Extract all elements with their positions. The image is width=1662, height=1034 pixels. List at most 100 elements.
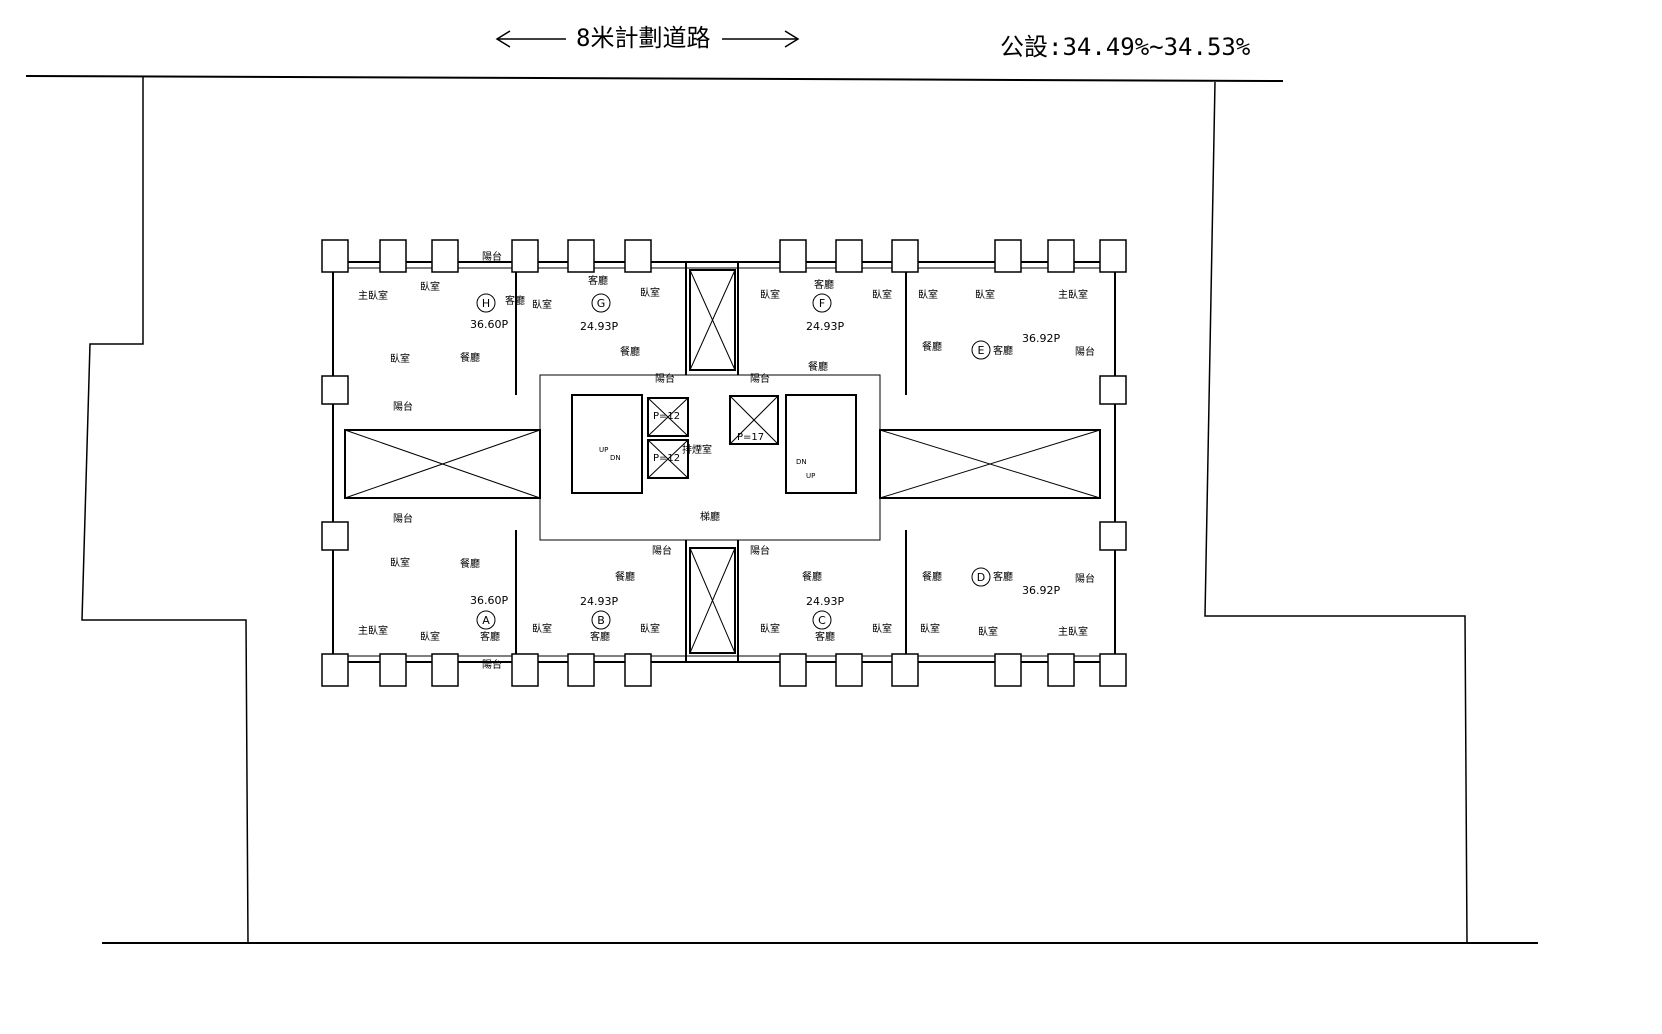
living-E: 客廳 bbox=[993, 344, 1013, 357]
bedroom-F: 臥室 bbox=[760, 288, 780, 301]
living-C: 客廳 bbox=[815, 630, 835, 643]
unit-id: E bbox=[978, 344, 985, 357]
dining-F: 餐廳 bbox=[808, 360, 828, 373]
light-well-right bbox=[879, 429, 1101, 499]
living-B: 客廳 bbox=[590, 630, 610, 643]
unit-D: D36.92P bbox=[971, 567, 1060, 597]
unit-area: 36.92P bbox=[1022, 584, 1060, 597]
unit-id: H bbox=[482, 297, 490, 310]
dining-H: 餐廳 bbox=[460, 351, 480, 364]
bedroom-H2: 臥室 bbox=[390, 352, 410, 365]
bedroom-A2: 臥室 bbox=[390, 556, 410, 569]
column bbox=[567, 239, 595, 273]
balcony-label-top: 陽台 bbox=[482, 250, 502, 263]
column bbox=[779, 239, 807, 273]
core-labels: 排煙室 梯廳 P=12 P=12 P=17 UP DN UP DN 陽台 陽台 … bbox=[393, 250, 1095, 671]
bedroom-G: 臥室 bbox=[532, 298, 552, 311]
unit-circle bbox=[476, 610, 496, 630]
column bbox=[1099, 239, 1127, 273]
bedroom-F2: 臥室 bbox=[872, 288, 892, 301]
balcony-label: 陽台 bbox=[655, 372, 675, 385]
unit-circle bbox=[591, 293, 611, 313]
lobby-label: 梯廳 bbox=[700, 510, 720, 523]
column bbox=[321, 521, 349, 551]
shaft-top bbox=[689, 269, 736, 371]
unit-H: H 36.60P bbox=[470, 293, 508, 331]
column bbox=[835, 653, 863, 687]
column bbox=[321, 375, 349, 405]
bedroom-E: 臥室 bbox=[918, 288, 938, 301]
dining-E: 餐廳 bbox=[922, 340, 942, 353]
columns bbox=[321, 239, 1127, 687]
unit-area: 24.93P bbox=[806, 595, 844, 608]
column bbox=[891, 653, 919, 687]
balcony-label: 陽台 bbox=[393, 512, 413, 525]
column bbox=[379, 239, 407, 273]
public-ratio: 公設:34.49%~34.53% bbox=[1000, 33, 1251, 61]
bedroom-E2: 臥室 bbox=[975, 288, 995, 301]
site-boundary bbox=[25, 75, 1538, 944]
column bbox=[431, 653, 459, 687]
living-H: 客廳 bbox=[505, 294, 525, 307]
stair-up-right: UP bbox=[806, 472, 815, 480]
unit-area: 24.93P bbox=[806, 320, 844, 333]
unit-id: F bbox=[819, 297, 825, 310]
unit-id: C bbox=[818, 614, 826, 627]
bedroom-G2: 臥室 bbox=[640, 286, 660, 299]
dining-B: 餐廳 bbox=[615, 570, 635, 583]
unit-area: 24.93P bbox=[580, 320, 618, 333]
elevator-1-label: P=12 bbox=[653, 411, 680, 422]
column bbox=[835, 239, 863, 273]
stair-dn-right: DN bbox=[796, 458, 807, 466]
column bbox=[994, 239, 1022, 273]
unit-id: G bbox=[597, 297, 606, 310]
master-bedroom-H: 主臥室 bbox=[358, 289, 388, 302]
column bbox=[321, 653, 349, 687]
room-labels: 主臥室 臥室 臥室 客廳 餐廳 客廳 臥室 臥室 餐廳 客廳 臥室 臥室 餐廳 … bbox=[358, 274, 1088, 643]
bedroom-C: 臥室 bbox=[760, 622, 780, 635]
column bbox=[431, 239, 459, 273]
unit-id: A bbox=[482, 614, 490, 627]
column bbox=[1047, 653, 1075, 687]
unit-markers: H36.60PG24.93PF24.93PE36.92PA36.60PB24.9… bbox=[470, 293, 1060, 630]
balcony-label: 陽台 bbox=[1075, 345, 1095, 358]
building bbox=[332, 261, 1116, 663]
unit-area: 36.60P bbox=[470, 318, 508, 331]
stair-left bbox=[571, 394, 643, 494]
dining-D: 餐廳 bbox=[922, 570, 942, 583]
unit-area: 36.60P bbox=[470, 594, 508, 607]
shaft-bottom bbox=[689, 547, 736, 654]
unit-circle bbox=[812, 610, 832, 630]
unit-F: F 24.93P bbox=[806, 293, 844, 333]
unit-circle bbox=[971, 567, 991, 587]
column bbox=[567, 653, 595, 687]
unit-B: B24.93P bbox=[580, 595, 618, 630]
unit-area: 36.92P bbox=[1022, 332, 1060, 345]
bedroom-B: 臥室 bbox=[532, 622, 552, 635]
stair-right bbox=[785, 394, 857, 494]
unit-A: A 36.60P bbox=[470, 594, 508, 630]
unit-id: B bbox=[597, 614, 605, 627]
bedroom-D: 臥室 bbox=[978, 625, 998, 638]
master-bedroom-A: 主臥室 bbox=[358, 624, 388, 637]
balcony-label: 陽台 bbox=[1075, 572, 1095, 585]
living-A: 客廳 bbox=[480, 630, 500, 643]
column bbox=[511, 239, 539, 273]
balcony-label-bottom: 陽台 bbox=[482, 658, 502, 671]
road-label: 8米計劃道路 bbox=[576, 24, 710, 52]
column bbox=[891, 239, 919, 273]
column bbox=[1099, 521, 1127, 551]
unit-circle bbox=[971, 340, 991, 360]
bedroom-D2: 臥室 bbox=[920, 622, 940, 635]
elevator-1 bbox=[647, 397, 689, 437]
elevator-2 bbox=[647, 439, 689, 479]
balcony-label: 陽台 bbox=[750, 372, 770, 385]
unit-C: C 24.93P bbox=[806, 595, 844, 630]
stair-up-left: UP bbox=[599, 446, 608, 454]
bedroom-C2: 臥室 bbox=[872, 622, 892, 635]
dining-A: 餐廳 bbox=[460, 557, 480, 570]
living-G: 客廳 bbox=[588, 274, 608, 287]
smoke-room-label: 排煙室 bbox=[682, 443, 712, 456]
unit-E: E 36.92P bbox=[971, 332, 1060, 360]
